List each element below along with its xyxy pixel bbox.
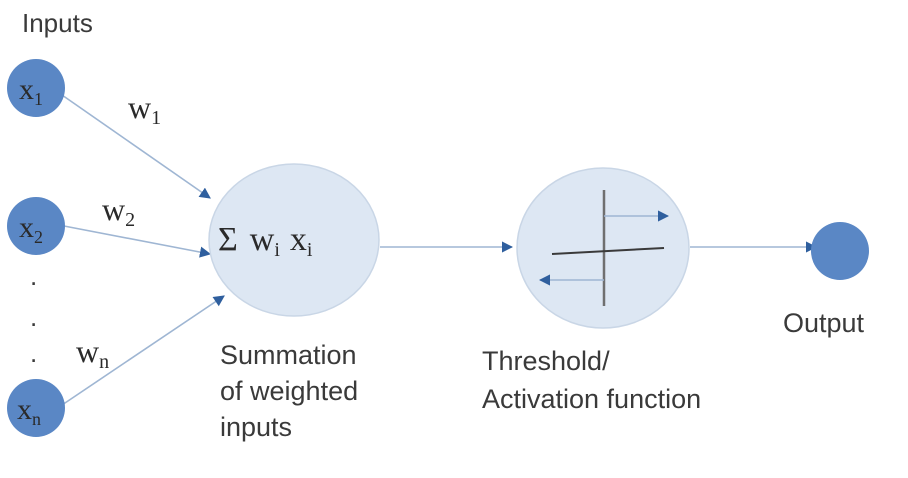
inputs-title: Inputs [22,8,93,38]
output-node [811,222,869,280]
summation-caption-line-3: inputs [220,412,292,442]
activation-horizontal-line [551,247,665,255]
weight-label-w1: w1 [128,89,161,129]
svg-text:x1: x1 [19,73,43,109]
edge-xn-to-sum [61,295,225,406]
input-node-xn: xn [7,379,65,437]
svg-text:x2: x2 [19,211,43,247]
activation-caption-line-1: Threshold/ [482,346,610,376]
ellipsis-dot-3: . [30,338,37,368]
input-node-x2: x2 [7,197,65,255]
ellipsis-dot-2: . [30,302,37,332]
weight-label-wn: wn [76,333,109,373]
summation-caption-line-2: of weighted [220,376,358,406]
edge-x2-to-sum [63,225,212,258]
activation-caption-line-2: Activation function [482,384,701,414]
summation-caption-line-1: Summation [220,340,357,370]
ellipsis-dot-1: . [30,261,37,291]
svg-text:xn: xn [17,393,41,429]
output-label: Output [783,308,865,338]
activation-node [516,167,690,329]
weight-label-w2: w2 [102,191,135,231]
edge-x1-to-sum [61,94,211,199]
input-node-x1: x1 [7,59,65,117]
